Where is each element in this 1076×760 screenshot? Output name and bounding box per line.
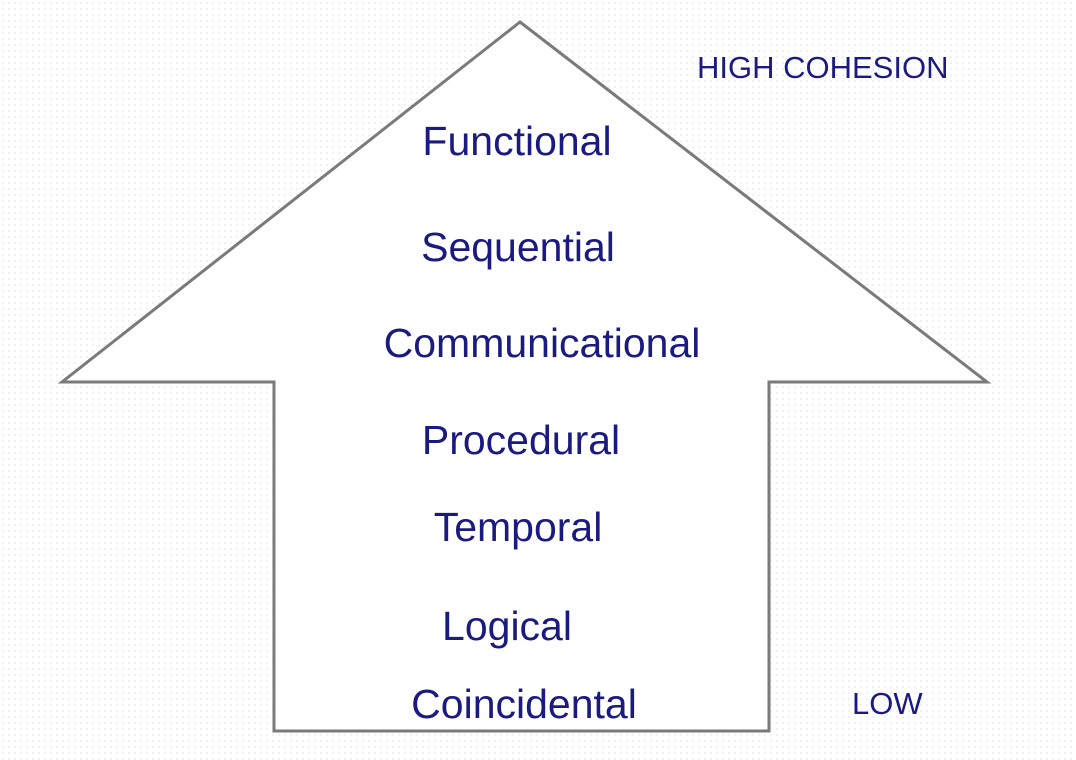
level-coincidental: Coincidental	[411, 681, 637, 727]
level-temporal: Temporal	[433, 504, 603, 550]
level-sequential: Sequential	[421, 224, 615, 270]
high-cohesion-label: HIGH COHESION	[697, 50, 949, 85]
level-functional: Functional	[422, 118, 612, 164]
level-procedural: Procedural	[421, 417, 621, 463]
level-communicational: Communicational	[383, 320, 701, 366]
arrow-outline	[57, 20, 992, 733]
low-label: LOW	[852, 686, 923, 721]
level-logical: Logical	[442, 603, 572, 649]
